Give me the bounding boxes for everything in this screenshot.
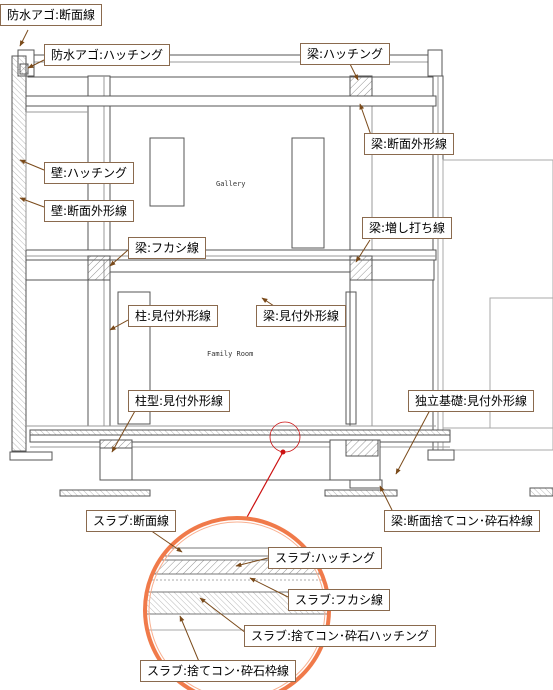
gallery-panel xyxy=(149,137,185,207)
room-label-family-room: Family Room xyxy=(207,350,254,358)
callout-beam-additional-pour: 梁:増し打ち線 xyxy=(362,217,453,239)
beam-right-middle xyxy=(349,255,373,281)
callout-beam-elevation-outline: 梁:見付外形線 xyxy=(256,305,347,327)
gallery-window xyxy=(291,137,325,249)
footing-right xyxy=(427,449,455,461)
family-panel-left xyxy=(117,291,151,425)
footing-left xyxy=(9,451,53,461)
callout-pilaster-elevation-outline: 柱型:見付外形線 xyxy=(128,390,231,412)
structure-lines xyxy=(9,49,553,497)
adjacent-volume xyxy=(442,159,553,451)
detail-leader xyxy=(240,451,284,529)
callout-beam-section-outline: 梁:断面外形線 xyxy=(364,133,455,155)
callout-waterproof-upturn-section: 防水アゴ:断面線 xyxy=(0,4,103,26)
left-wall xyxy=(11,55,27,452)
room-label-gallery: Gallery xyxy=(216,180,246,188)
callout-column-elevation-outline: 柱:見付外形線 xyxy=(128,305,219,327)
callout-wall-hatching: 壁:ハッチング xyxy=(44,162,135,184)
floor-beam-upper xyxy=(25,95,437,107)
callout-wall-section-outline: 壁:断面外形線 xyxy=(44,200,135,222)
callout-slab-fukashi: スラブ:フカシ線 xyxy=(288,589,391,611)
callout-beam-lean-concrete-frame: 梁:断面捨てコン･砕石枠線 xyxy=(384,510,541,532)
family-panel-right xyxy=(345,291,357,425)
callout-isolated-footing-outline: 独立基礎:見付外形線 xyxy=(408,390,535,412)
callout-slab-lean-concrete-hatching: スラブ:捨てコン･砕石ハッチング xyxy=(244,625,437,647)
parapet-right xyxy=(427,49,443,77)
callout-slab-lean-concrete-frame: スラブ:捨てコン･砕石枠線 xyxy=(140,660,297,682)
callout-waterproof-upturn-hatching: 防水アゴ:ハッチング xyxy=(44,44,171,66)
beam-left-middle xyxy=(87,255,111,281)
callout-beam-hatching: 梁:ハッチング xyxy=(300,43,391,65)
callout-slab-section: スラブ:断面線 xyxy=(86,510,177,532)
lean-concrete xyxy=(59,489,151,497)
callout-slab-hatching: スラブ:ハッチング xyxy=(268,547,383,569)
callout-beam-fukashi: 梁:フカシ線 xyxy=(128,237,207,259)
